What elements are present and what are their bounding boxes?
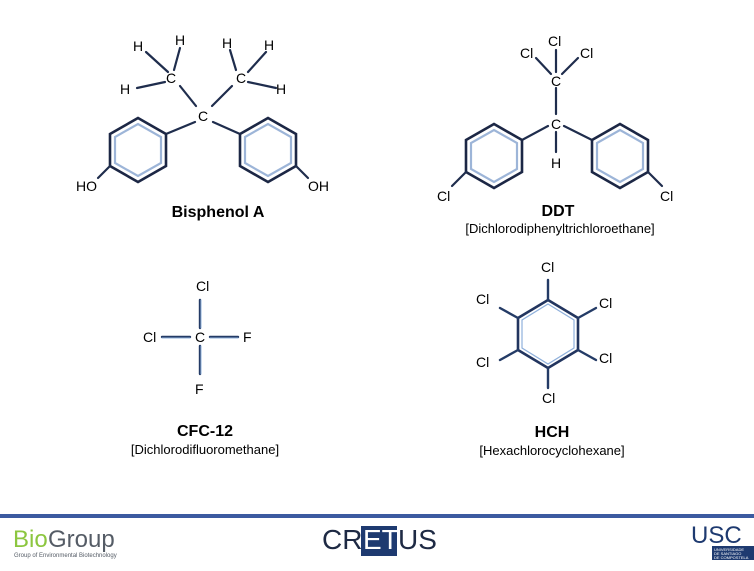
cretus-et-box [361,526,397,556]
hch-structure: Cl Cl Cl Cl Cl Cl HCH [Hexachlorocyclohe… [476,259,625,458]
ddt-structure: Cl Cl Cl C C H Cl Cl DDT [Dichlorodiphen… [437,33,673,236]
biogroup-bio: Bio [13,526,48,553]
benzene-ring [590,122,650,190]
benzene-ring [464,122,524,190]
cfc-12-name: CFC-12 [177,423,233,440]
atom-f: F [243,329,252,345]
atom-cl: Cl [143,329,156,345]
atom-h: H [120,81,130,97]
cretus-cr: CR [322,524,362,555]
usc-line3: DE COMPOSTELA [714,555,749,560]
footer: Bio Group Group of Environmental Biotech… [0,514,754,560]
atom-h: H [276,81,286,97]
footer-divider [0,514,754,518]
usc-badge [712,546,754,560]
atom-c: C [551,116,561,132]
bond [450,170,468,188]
bond [498,348,520,362]
bond [562,124,594,142]
atom-c: C [198,108,208,124]
cretus-logo: CR ET US [322,524,437,556]
bond [172,46,182,72]
atom-h: H [133,38,143,54]
atom-cl: Cl [599,350,612,366]
bond [576,348,598,362]
benzene-ring-inner [243,122,293,178]
bond [164,120,197,136]
atom-h: H [264,37,274,53]
atom-cl: Cl [541,259,554,275]
atom-cl: Cl [196,278,209,294]
bisphenol-a-structure: H H H H H H C C C HO OH Bisphenol A [76,32,329,221]
atom-cl: Cl [437,188,450,204]
biogroup-subtitle: Group of Environmental Biotechnology [14,553,117,559]
usc-logo: USC UNIVERSIDADE DE SANTIAGO DE COMPOSTE… [691,522,754,560]
biogroup-logo: Bio Group Group of Environmental Biotech… [13,526,117,559]
cfc-12-full-name: [Dichlorodifluoromethane] [131,442,279,457]
bond [178,84,198,108]
cretus-us: US [398,524,437,555]
ddt-full-name: [Dichlorodiphenyltrichloroethane] [465,221,654,236]
atom-h: H [551,155,561,171]
atom-c: C [166,70,176,86]
bond [246,80,278,90]
bond [144,50,170,74]
atom-ho: HO [76,178,97,194]
atom-c: C [195,329,205,345]
bond [576,306,598,320]
atom-cl: Cl [476,354,489,370]
bisphenol-a-name: Bisphenol A [172,204,265,221]
bond [646,170,664,188]
atom-oh: OH [308,178,329,194]
atom-cl: Cl [542,390,555,406]
atom-c: C [551,73,561,89]
bond [498,306,520,320]
atom-cl: Cl [599,295,612,311]
cretus-et: ET [363,524,399,555]
bond [294,164,310,180]
atom-h: H [175,32,185,48]
ddt-name: DDT [542,203,575,220]
hch-name: HCH [535,424,570,441]
bond [520,124,550,142]
bond [210,84,234,108]
atom-f: F [195,381,204,397]
cfc-12-structure: Cl Cl C F F CFC-12 [Dichlorodifluorometh… [131,278,279,457]
atom-cl: Cl [548,33,561,49]
usc-line2: DE SANTIAGO [714,551,741,556]
benzene-ring-inner [113,122,163,178]
atom-c: C [236,70,246,86]
benzene-ring [108,116,168,184]
bond [135,80,167,90]
atom-cl: Cl [580,45,593,61]
bond [560,56,580,76]
bond [211,120,242,136]
atom-cl: Cl [520,45,533,61]
benzene-ring [238,116,298,184]
bond [246,50,268,74]
usc-letters: USC [691,522,742,549]
atom-cl: Cl [476,291,489,307]
hch-full-name: [Hexachlorocyclohexane] [479,443,624,458]
atom-h: H [222,35,232,51]
benzene-ring-inner [469,128,519,184]
usc-line1: UNIVERSIDADE [714,547,744,552]
cyclohexane-ring-inner [521,303,575,365]
bond [534,56,553,76]
bond [228,48,238,72]
atom-cl: Cl [660,188,673,204]
biogroup-group: Group [48,526,115,553]
benzene-ring-inner [595,128,645,184]
cyclohexane-ring [516,298,580,370]
bond [96,164,112,180]
